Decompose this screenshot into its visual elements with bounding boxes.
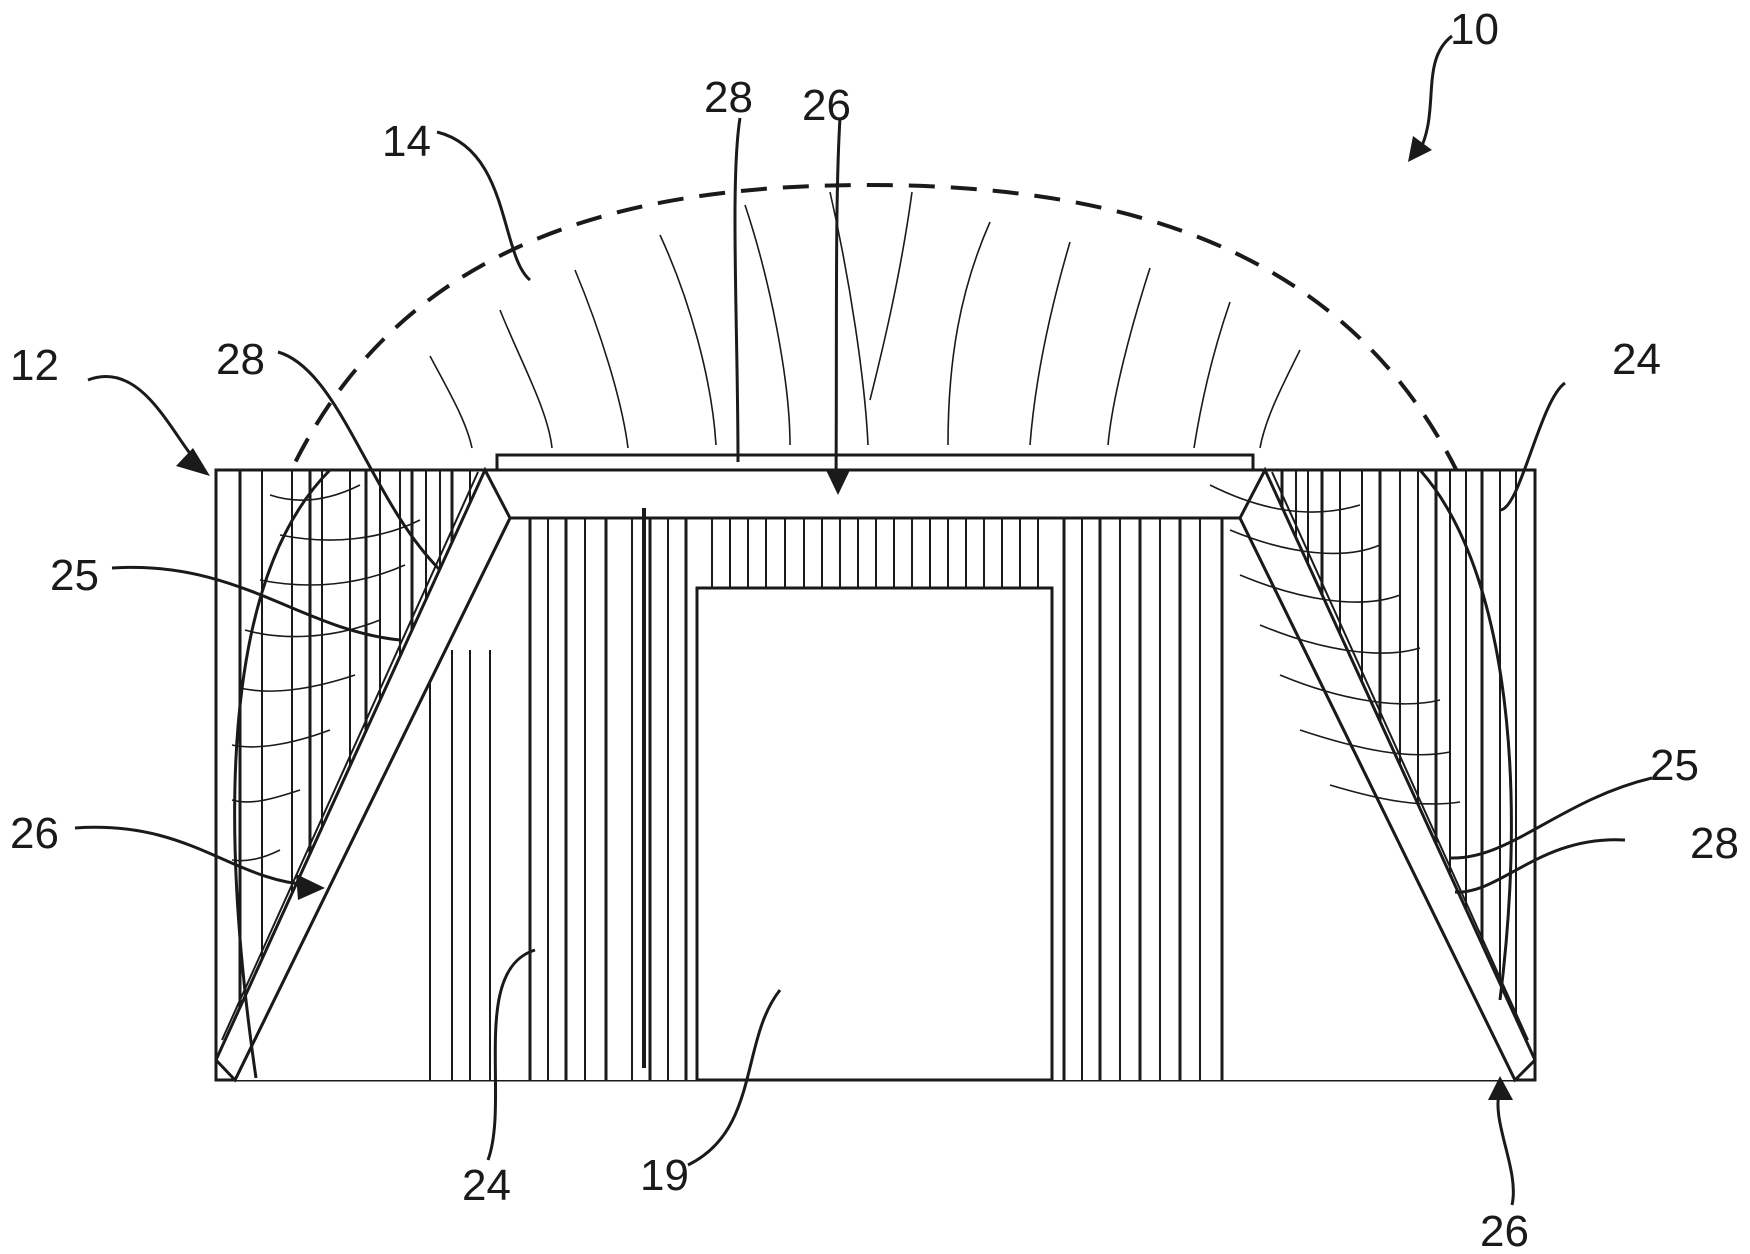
dome-ray xyxy=(575,270,628,448)
dome-ray xyxy=(745,205,790,445)
dome-ray xyxy=(1260,350,1300,448)
top-channel xyxy=(497,455,1253,470)
label-26-top: 26 xyxy=(802,81,851,130)
dome-ray xyxy=(500,310,552,448)
dome-ray xyxy=(870,192,912,400)
label-25-left: 25 xyxy=(50,551,99,600)
dome-ray xyxy=(1030,242,1070,445)
dome-ray xyxy=(260,565,405,585)
label-26-left: 26 xyxy=(10,809,59,858)
label-28-left: 28 xyxy=(216,335,265,384)
label-10: 10 xyxy=(1450,5,1499,54)
label-25-right: 25 xyxy=(1650,741,1699,790)
label-24-right: 24 xyxy=(1612,335,1661,384)
dome-ray xyxy=(232,790,300,802)
dome-ray xyxy=(240,675,355,691)
label-24-bottom: 24 xyxy=(462,1161,511,1210)
dome-ray xyxy=(948,222,990,445)
dome-ray xyxy=(1108,268,1150,445)
label-14: 14 xyxy=(382,117,431,166)
label-19: 19 xyxy=(640,1151,689,1200)
dome-ray xyxy=(430,356,472,448)
label-12: 12 xyxy=(10,341,59,390)
label-28-top: 28 xyxy=(704,73,753,122)
dome-ray xyxy=(232,730,330,747)
label-28-right: 28 xyxy=(1690,819,1739,868)
label-26-bottom: 26 xyxy=(1480,1207,1529,1254)
dome-ray xyxy=(660,235,716,445)
dome-ray xyxy=(1194,302,1230,448)
